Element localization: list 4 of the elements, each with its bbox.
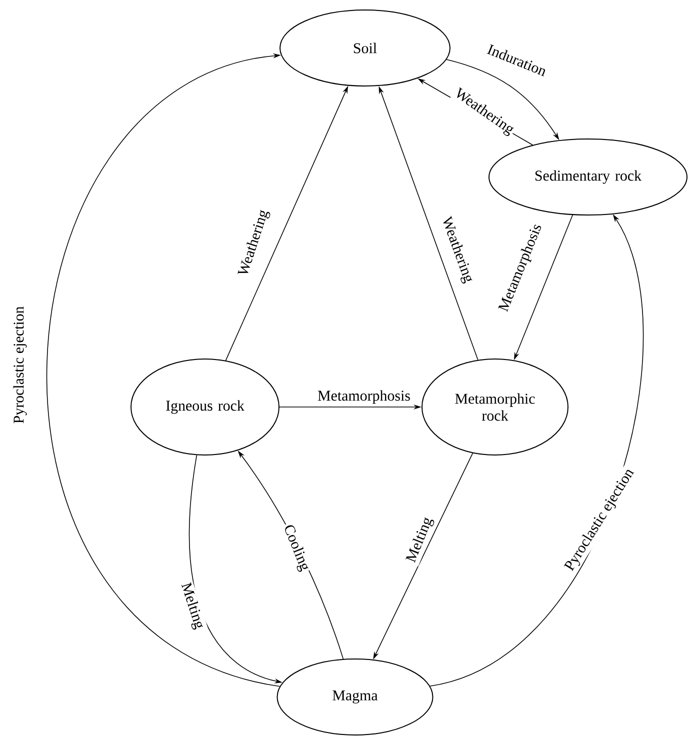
edge-label: Melting [176, 580, 208, 632]
edge-label: Pyroclastic ejection [12, 304, 28, 426]
edge-label: Metamorphosis [316, 388, 412, 406]
edge-label: Cooling [278, 521, 314, 575]
